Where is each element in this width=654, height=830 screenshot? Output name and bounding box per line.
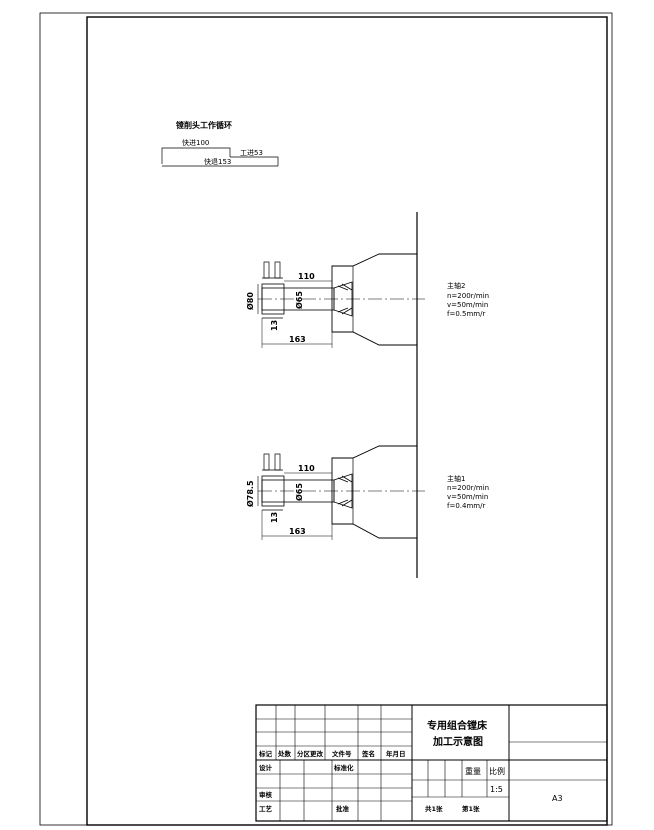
clamp-left [263, 453, 270, 471]
dim-bottom-label: 163 [289, 527, 306, 536]
title-block-frame [255, 704, 608, 822]
work-cycle-diagram: 镗削头工作循环 快进100 工进53 快退153 [161, 120, 279, 167]
inner-frame [86, 16, 608, 826]
outer-border [39, 12, 613, 826]
dim-bottom-label: 163 [289, 335, 306, 344]
col-doc-label: 文件号 [331, 749, 352, 758]
weight-label: 重量 [465, 766, 481, 776]
sheets-total: 共1张 [425, 804, 443, 813]
cycle-title: 镗削头工作循环 [176, 120, 232, 130]
cutter-head [333, 281, 353, 317]
spindle-name: 主轴2 [447, 281, 465, 290]
rapid-forward-label: 快进100 [182, 138, 209, 147]
spindle-name: 主轴1 [447, 474, 465, 483]
spindle-housing [331, 253, 417, 346]
work-feed-label: 工进53 [240, 149, 263, 157]
spindle-velocity: v=50m/min [447, 493, 488, 501]
approve-label: 批准 [336, 804, 350, 813]
col-qty-label: 处数 [277, 749, 292, 758]
dia-inner-label: Ø65 [294, 291, 304, 309]
spindle-feed: f=0.4mm/r [447, 502, 485, 510]
dia-outer-label: Ø78.5 [245, 480, 255, 507]
rapid-return-label: 快退153 [204, 157, 231, 166]
spindle-velocity: v=50m/min [447, 301, 488, 309]
dim-top-label: 110 [298, 272, 315, 281]
dia-outer-label: Ø80 [245, 292, 255, 310]
title-block [255, 704, 608, 822]
col-sign-label: 签名 [361, 749, 375, 758]
cutter-head [333, 473, 353, 509]
clamp-left [263, 261, 270, 279]
drawing-title-line1: 专用组合镗床 [427, 719, 488, 732]
design-label: 设计 [259, 763, 273, 772]
spindle-housing [331, 445, 417, 539]
paper-size: A3 [552, 794, 563, 803]
spindle-2-assembly: 110 163 Ø80 Ø65 13 主轴2 n=200r/min v=50m/… [245, 253, 489, 348]
dim-top-label: 110 [298, 464, 315, 473]
spindle-speed: n=200r/min [447, 292, 489, 300]
standard-label: 标准化 [333, 763, 354, 772]
process-label: 工艺 [259, 804, 273, 813]
clamp-right [274, 453, 281, 471]
col-date-label: 年月日 [386, 749, 406, 758]
dim-small-label: 13 [270, 320, 279, 331]
spindle-speed: n=200r/min [447, 484, 489, 492]
drawing-title-line2: 加工示意图 [432, 735, 483, 748]
work-feed-line [230, 156, 279, 166]
dia-inner-label: Ø65 [294, 483, 304, 501]
scale-value: 1:5 [490, 785, 503, 794]
col-mark-label: 标记 [258, 749, 273, 758]
ratio-label: 比例 [489, 766, 505, 776]
sheet-number: 第1张 [462, 804, 480, 813]
dim-small-label: 13 [270, 512, 279, 523]
col-zone-label: 分区更改 [297, 749, 324, 758]
rapid-forward-line [161, 147, 231, 164]
clamp-right [274, 261, 281, 279]
spindle-feed: f=0.5mm/r [447, 310, 485, 318]
spindle-1-assembly: 110 163 Ø78.5 Ø65 13 主轴1 n=200r/min v=50… [245, 445, 489, 540]
review-label: 审核 [259, 790, 273, 799]
